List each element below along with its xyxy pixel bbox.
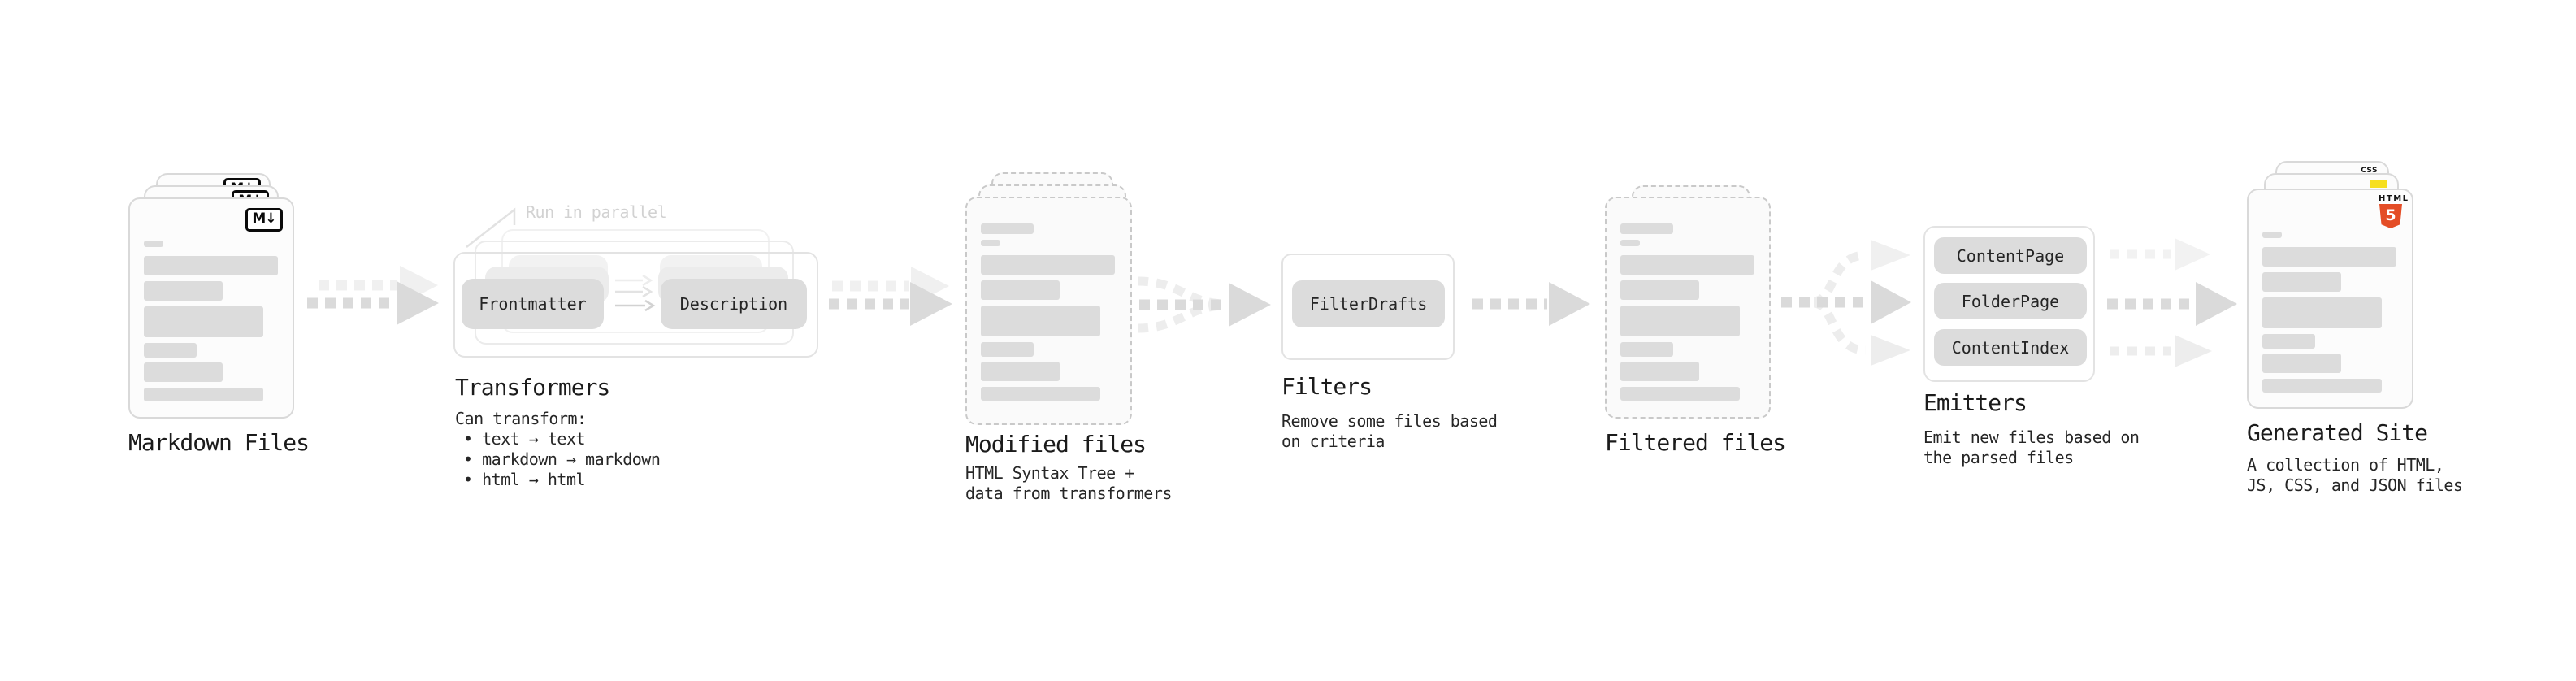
arrow-filtered-to-emitters xyxy=(1781,240,1911,366)
text-line: Remove some files based xyxy=(1281,411,1498,431)
modified-files-description: HTML Syntax Tree + data from transformer… xyxy=(965,463,1172,504)
placeholder-line xyxy=(981,387,1100,401)
text-line: the parsed files xyxy=(1923,448,2074,467)
filter-drafts-pill: FilterDrafts xyxy=(1292,280,1445,327)
placeholder-line xyxy=(2262,334,2315,349)
emitter-contentindex-pill: ContentIndex xyxy=(1934,329,2087,366)
stage-title-transformers: Transformers xyxy=(455,374,610,401)
text-line: Can transform: xyxy=(455,409,587,428)
placeholder-line xyxy=(981,223,1034,234)
arrow-markdown-to-transformers xyxy=(307,266,439,325)
text-line: on criteria xyxy=(1281,432,1385,451)
placeholder-line xyxy=(1620,362,1699,381)
placeholder-line xyxy=(981,362,1060,381)
text-line: data from transformers xyxy=(965,484,1172,503)
html5-icon-shield: 5 xyxy=(2379,204,2402,228)
text-line: • text → text xyxy=(463,429,586,449)
stage-title-filtered-files: Filtered files xyxy=(1605,429,1786,456)
run-in-parallel-label: Run in parallel xyxy=(526,202,667,222)
emitter-folderpage-pill: FolderPage xyxy=(1934,283,2087,319)
placeholder-line xyxy=(1620,306,1740,336)
placeholder-line xyxy=(144,306,263,337)
placeholder-line xyxy=(1620,255,1754,275)
placeholder-line xyxy=(981,255,1115,275)
placeholder-line xyxy=(144,241,163,247)
placeholder-line xyxy=(1620,223,1673,234)
text-line: • markdown → markdown xyxy=(463,449,661,469)
html5-icon: HTML 5 xyxy=(2379,194,2409,228)
html5-icon-word: HTML xyxy=(2379,194,2409,203)
markdown-icon: M↓ xyxy=(245,208,283,232)
arrow-filters-to-filtered xyxy=(1472,282,1590,326)
placeholder-line xyxy=(2262,247,2396,267)
stage-title-markdown-files: Markdown Files xyxy=(128,429,310,456)
transformers-description: Can transform: • text → text • markdown … xyxy=(455,409,661,490)
transformer-frontmatter-pill: Frontmatter xyxy=(462,279,604,329)
javascript-icon xyxy=(2370,180,2387,188)
placeholder-line xyxy=(2262,354,2341,373)
arrow-modified-to-filters xyxy=(1137,276,1271,333)
filters-description: Remove some files based on criteria xyxy=(1281,411,1498,452)
placeholder-line xyxy=(981,240,1000,246)
transformer-layer-front xyxy=(453,252,818,358)
placeholder-line xyxy=(1620,240,1640,246)
text-line: • html → html xyxy=(463,470,586,489)
text-line: JS, CSS, and JSON files xyxy=(2247,475,2463,495)
stage-title-generated-site: Generated Site xyxy=(2247,419,2428,446)
generated-file-html: HTML 5 xyxy=(2247,189,2413,409)
emitters-description: Emit new files based on the parsed files xyxy=(1923,427,2140,468)
text-line: HTML Syntax Tree + xyxy=(965,463,1134,483)
placeholder-line xyxy=(981,280,1060,300)
arrow-emitters-to-generated xyxy=(2107,238,2237,367)
filtered-file-front xyxy=(1605,197,1771,419)
placeholder-line xyxy=(144,343,197,358)
placeholder-line xyxy=(981,306,1100,336)
markdown-file-front: M↓ xyxy=(128,197,294,419)
arrow-transformers-to-modified xyxy=(829,267,952,326)
stage-title-filters: Filters xyxy=(1281,373,1373,400)
placeholder-line xyxy=(981,342,1034,357)
stage-title-emitters: Emitters xyxy=(1923,389,2027,416)
text-line: A collection of HTML, xyxy=(2247,455,2444,475)
placeholder-line xyxy=(2262,379,2382,393)
placeholder-line xyxy=(144,388,263,401)
emitter-contentpage-pill: ContentPage xyxy=(1934,237,2087,274)
placeholder-line xyxy=(2262,272,2341,292)
stage-title-modified-files: Modified files xyxy=(965,431,1147,458)
transformer-description-pill: Description xyxy=(661,279,807,329)
text-line: Emit new files based on xyxy=(1923,427,2140,447)
placeholder-line xyxy=(1620,387,1740,401)
placeholder-line xyxy=(2262,232,2282,238)
placeholder-line xyxy=(144,281,223,301)
modified-file-front xyxy=(965,197,1132,425)
placeholder-line xyxy=(2262,297,2382,328)
placeholder-line xyxy=(144,362,223,382)
generated-site-description: A collection of HTML, JS, CSS, and JSON … xyxy=(2247,455,2463,496)
placeholder-line xyxy=(144,256,278,275)
placeholder-line xyxy=(1620,280,1699,300)
placeholder-line xyxy=(1620,342,1673,357)
